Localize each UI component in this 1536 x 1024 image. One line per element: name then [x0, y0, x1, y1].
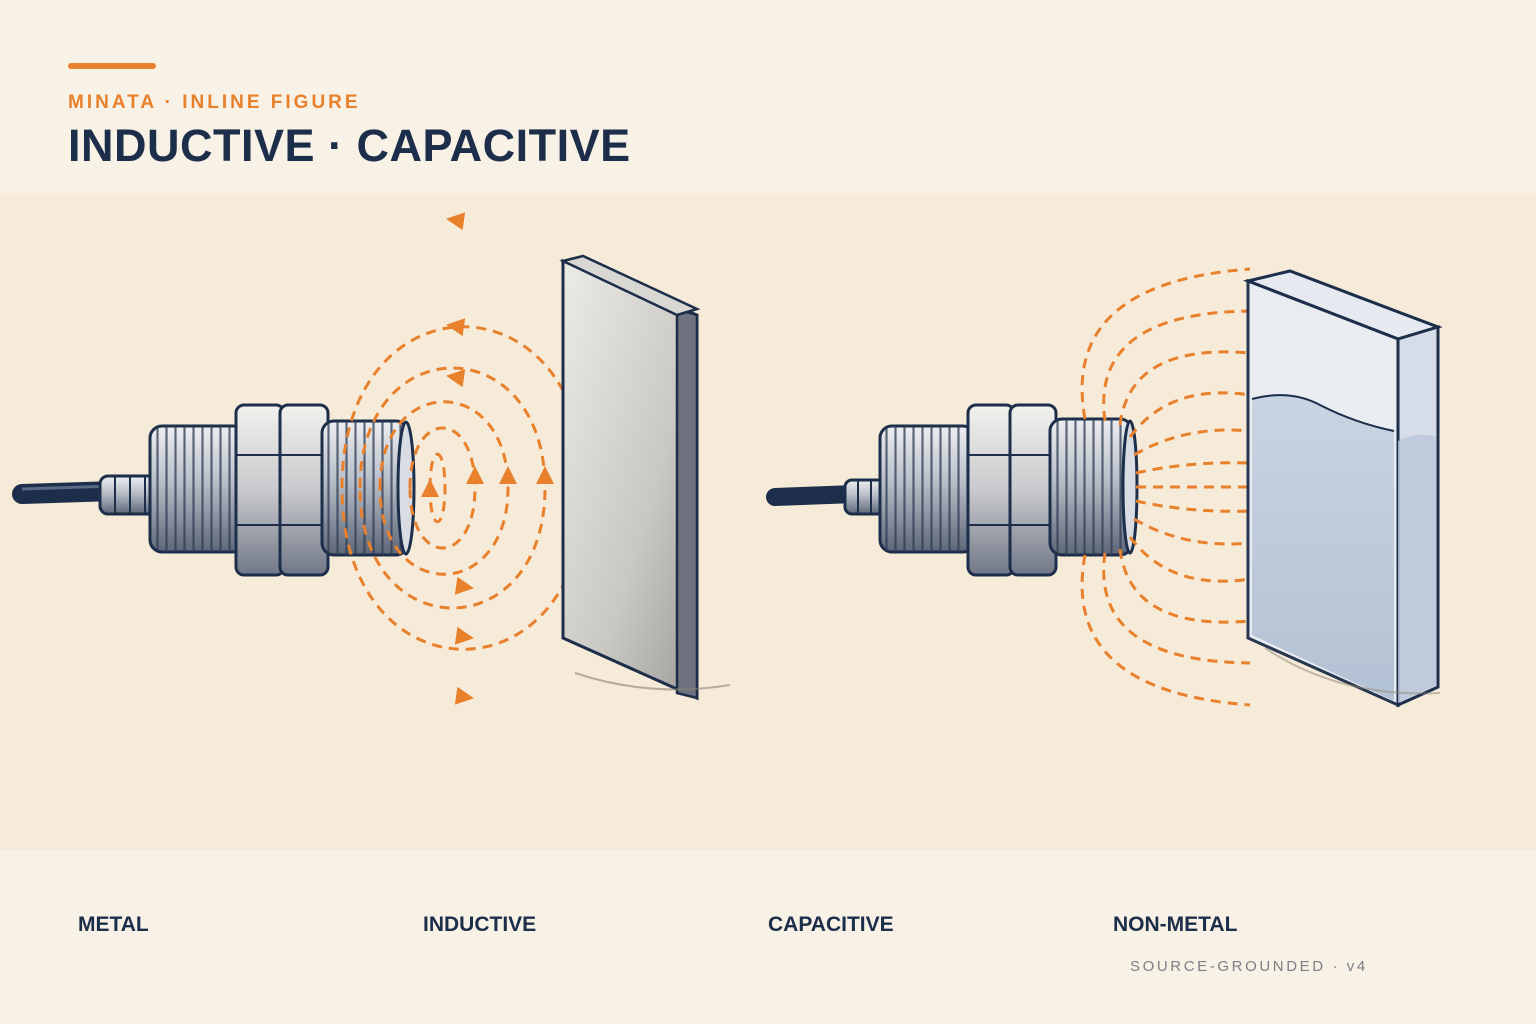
- inductive-sensor: [12, 403, 416, 577]
- capacitive-sensor: [766, 403, 1139, 577]
- label-capacitive: CAPACITIVE: [768, 913, 894, 936]
- electric-field-lines: [1080, 267, 1251, 707]
- sensor-illustration: [12, 212, 1443, 708]
- eyebrow-label: MINATA · INLINE FIGURE: [68, 92, 361, 113]
- illustration-panel: [0, 193, 1536, 850]
- accent-bar: [68, 63, 156, 69]
- page-title: INDUCTIVE · CAPACITIVE: [68, 120, 631, 171]
- metal-plate: [559, 254, 731, 701]
- footer-note: SOURCE-GROUNDED · v4: [1130, 958, 1368, 975]
- label-non-metal: NON-METAL: [1113, 913, 1238, 936]
- non-metal-container: [1242, 269, 1443, 708]
- label-metal: METAL: [78, 913, 149, 936]
- label-inductive: INDUCTIVE: [423, 913, 537, 936]
